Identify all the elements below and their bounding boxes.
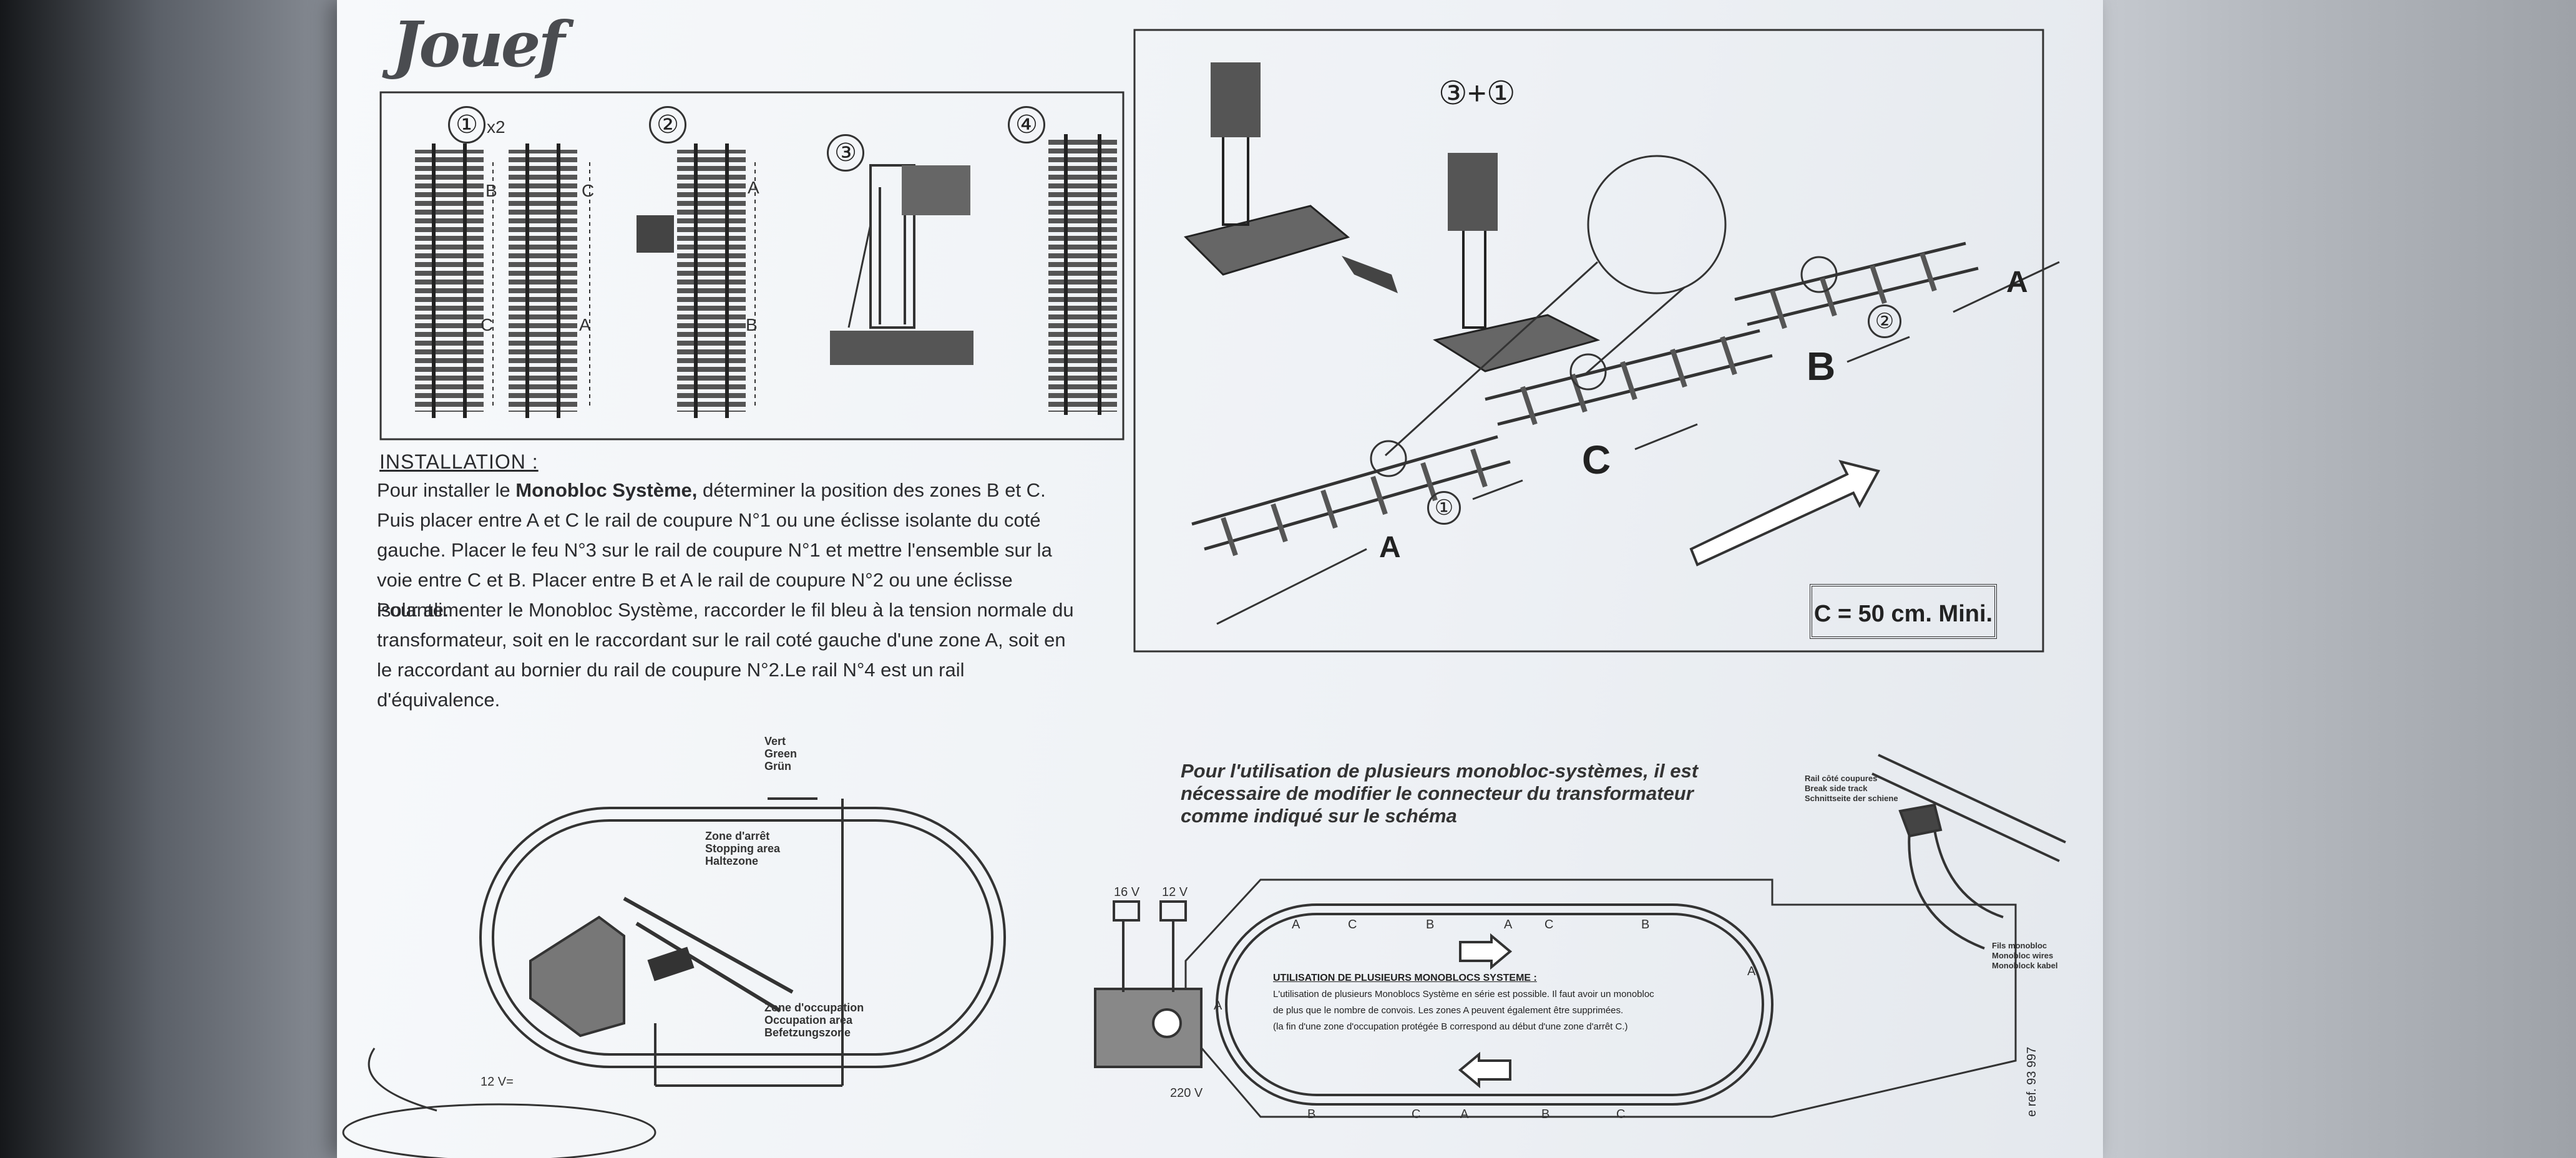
step-1-multiplier: x2 — [487, 117, 505, 137]
stop-zone-de: Haltezone — [705, 855, 759, 867]
multi-usage-heading: UTILISATION DE PLUSIEURS MONOBLOCS SYSTE… — [1273, 973, 1537, 983]
track-piece-1a — [415, 144, 484, 418]
product-name: Monobloc Système, — [515, 479, 698, 501]
assembly-title: ③+① — [1438, 75, 1516, 112]
track-piece-1b — [509, 144, 577, 418]
occupation-zone-en: Occupation area — [764, 1014, 853, 1026]
stop-zone-en: Stopping area — [705, 842, 781, 855]
paragraph-1-start: Pour installer le — [377, 479, 516, 501]
step-2-marker: ② — [649, 106, 686, 144]
side-zone-right: A — [1747, 965, 1756, 978]
stop-zone-fr: Zone d'arrêt — [705, 830, 770, 842]
jouef-logo: Jouef — [392, 7, 565, 81]
zone-b: B — [1807, 344, 1836, 389]
top-zone-4: A — [1504, 918, 1513, 932]
rail-label-b: B — [485, 181, 497, 200]
top-zone-2: C — [1348, 918, 1357, 932]
multi-monobloc-note: Pour l'utilisation de plusieurs monobloc… — [1181, 760, 1699, 827]
multi-usage-box: UTILISATION DE PLUSIEURS MONOBLOCS SYSTE… — [1273, 970, 1747, 1035]
break-side-labels: Rail côté coupures Break side track Schn… — [1805, 774, 1898, 804]
rails-panel — [379, 91, 1125, 440]
top-zone-1: A — [1292, 918, 1300, 932]
rail-label-a-lower: A — [579, 315, 591, 334]
background-right — [2059, 0, 2576, 1158]
assembly-panel — [1133, 29, 2044, 653]
step-1-marker: ① — [448, 106, 485, 144]
rail-label-c: C — [582, 181, 595, 200]
multi-usage-line-3: (la fin d'une zone d'occupation protégée… — [1273, 1021, 1628, 1032]
stop-zone-labels: Zone d'arrêt Stopping area Haltezone — [705, 830, 780, 867]
bottom-zone-5: C — [1616, 1107, 1626, 1121]
transformer-12v: 12 V — [1162, 885, 1188, 899]
wires-en: Monobloc wires — [1992, 951, 2054, 960]
cut-rail-2-marker: ② — [1868, 304, 1901, 338]
step-3-marker: ③ — [827, 134, 864, 172]
oval-layout-2 — [1094, 878, 2017, 1118]
detail-magnifier — [1587, 155, 1727, 294]
wires-fr: Fils monobloc — [1992, 941, 2047, 950]
signal-colour-labels: Vert Green Grün — [764, 735, 797, 772]
top-zone-3: B — [1426, 918, 1435, 932]
occupation-zone-labels: Zone d'occupation Occupation area Befetz… — [764, 1001, 864, 1039]
installation-paragraph-2: Pour alimenter le Monobloc Système, racc… — [377, 599, 1074, 711]
rail-label-a: A — [748, 178, 759, 197]
break-side-de: Schnittseite der schiene — [1805, 794, 1898, 803]
break-side-en: Break side track — [1805, 784, 1868, 793]
installation-paragraph-1: Pour installer le Monobloc Système, déte… — [377, 475, 1082, 625]
wire-labels: Fils monobloc Monobloc wires Monoblock k… — [1992, 941, 2057, 971]
rail-label-c-lower: C — [481, 315, 494, 334]
occupation-zone-fr: Zone d'occupation — [764, 1001, 864, 1014]
paragraph-1-rest: déterminer la position des zones B et C.… — [377, 479, 1052, 621]
wiring-detail — [1871, 754, 2066, 950]
zone-a-left: A — [1379, 531, 1401, 564]
zone-c: C — [1582, 437, 1611, 482]
zone-a-right: A — [2006, 266, 2028, 299]
cut-rail-1-marker: ① — [1427, 491, 1461, 525]
signal-label-de: Grün — [764, 760, 791, 772]
bottom-zone-1: B — [1307, 1107, 1316, 1121]
bottom-zone-4: B — [1541, 1107, 1550, 1121]
transformer-220v: 220 V — [1170, 1086, 1203, 1100]
signal-piece-3 — [830, 164, 973, 365]
bottom-zone-3: A — [1460, 1107, 1469, 1121]
track-piece-4 — [1048, 134, 1117, 415]
oval-layout-1 — [342, 797, 1006, 1158]
transformer-16v: 16 V — [1114, 885, 1140, 899]
occupation-zone-de: Befetzungszone — [764, 1026, 851, 1039]
background-left — [0, 0, 349, 1158]
signal-label-en: Green — [764, 747, 798, 760]
signal-base-center — [1433, 153, 1601, 372]
top-zone-6: B — [1641, 918, 1650, 932]
top-zone-5: C — [1544, 918, 1554, 932]
step-4-marker: ④ — [1008, 106, 1045, 144]
voltage-label-12v: 12 V= — [481, 1075, 514, 1089]
minimum-length-box: C = 50 cm. Mini. — [1810, 584, 1997, 639]
side-zone-left: A — [1214, 999, 1222, 1013]
rail-label-b-lower: B — [746, 315, 758, 334]
break-side-fr: Rail côté coupures — [1805, 774, 1878, 783]
instruction-sheet — [337, 0, 2103, 1158]
bottom-zone-2: C — [1412, 1107, 1421, 1121]
track-piece-2 — [637, 144, 746, 418]
multi-usage-line-2: de plus que le nombre de convois. Les zo… — [1273, 1005, 1624, 1016]
signal-label-fr: Vert — [764, 735, 786, 747]
reference-number: e ref. 93 997 — [2025, 1046, 2039, 1117]
multi-usage-line-1: L'utilisation de plusieurs Monoblocs Sys… — [1273, 989, 1654, 1000]
installation-heading: INSTALLATION : — [379, 450, 539, 473]
signal-base-left — [1184, 62, 1398, 293]
wires-de: Monoblock kabel — [1992, 961, 2058, 970]
